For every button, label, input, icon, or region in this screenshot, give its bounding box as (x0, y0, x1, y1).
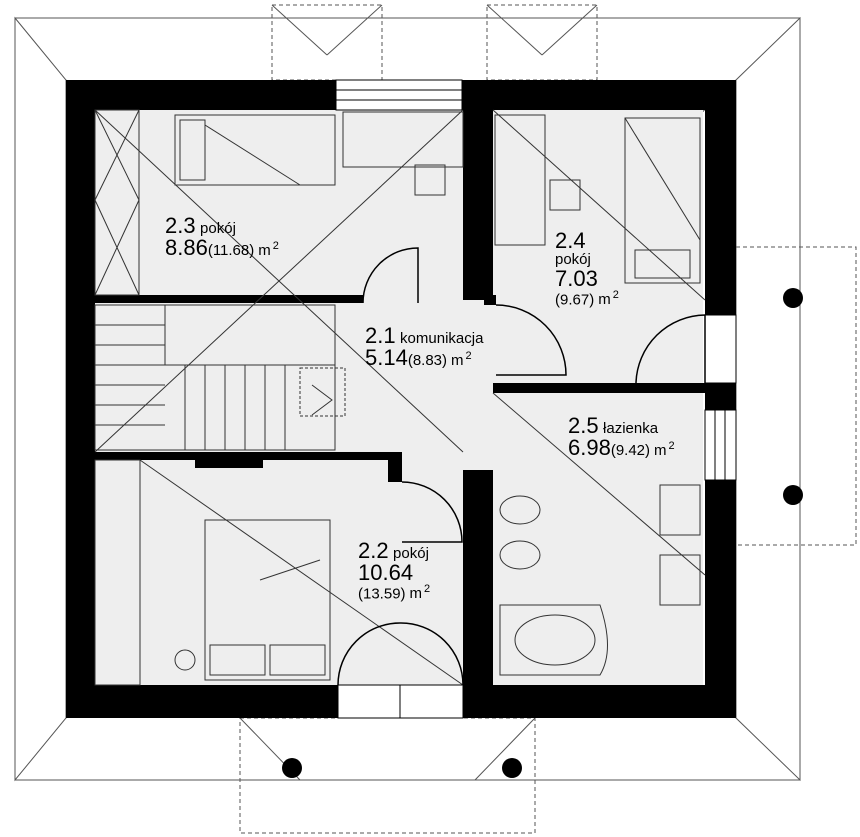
room-unit: m (451, 352, 464, 369)
floor-area (95, 110, 703, 685)
room-number: 2.4 (555, 228, 586, 253)
room-unit: m (654, 442, 667, 459)
room-name: komunikacja (400, 330, 484, 347)
room-name: pokój (555, 251, 591, 268)
columns (282, 288, 803, 778)
room-name: pokój (393, 545, 429, 562)
room-number: 2.5 (568, 413, 599, 438)
room-area-total: (11.68) (207, 242, 255, 259)
room-unit-sup: 2 (465, 349, 472, 362)
room-unit-sup: 2 (272, 239, 279, 252)
room-area: 8.86 (165, 235, 208, 260)
room-area: 6.98 (568, 435, 611, 460)
room-unit: m (258, 242, 271, 259)
windows (335, 79, 737, 719)
room-unit-sup: 2 (668, 439, 675, 452)
detail-lines (94, 109, 706, 686)
room-number: 2.3 (165, 213, 196, 238)
room-area: 5.14 (365, 345, 408, 370)
room-unit-sup: 2 (612, 289, 619, 301)
interior-walls (95, 110, 705, 685)
room-unit-sup: 2 (424, 583, 431, 595)
door-swings (337, 247, 706, 686)
room-area-total: (13.59) (358, 585, 406, 603)
room-name: łazienka (603, 420, 659, 437)
room-unit: m (409, 585, 423, 603)
room-number: 2.2 (358, 538, 389, 563)
room-name: pokój (200, 220, 236, 237)
room-unit: m (598, 291, 611, 309)
room-area: 7.03 (555, 266, 598, 291)
room-area-total: (9.67) (555, 291, 595, 309)
room-area-total: (8.83) (407, 352, 448, 369)
room-number: 2.1 (365, 323, 396, 348)
room-area: 10.64 (358, 560, 414, 585)
room-area-total: (9.42) (610, 442, 651, 459)
